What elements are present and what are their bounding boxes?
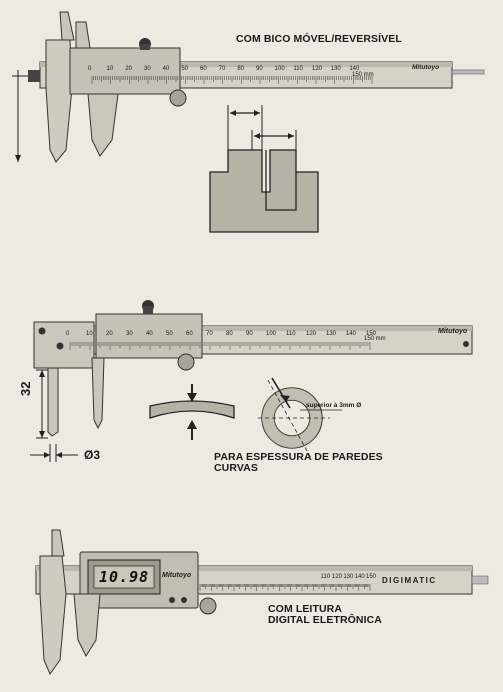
scale-number: 110 (286, 331, 296, 337)
scale-number: 20 (125, 66, 133, 72)
scale-number: 150 (366, 574, 377, 580)
scale-number: 120 (306, 331, 317, 337)
lcd-reading: 10.98 (99, 568, 150, 586)
scale-number: 110 (320, 574, 331, 580)
ring-diagram (258, 377, 342, 461)
scale-number: 30 (144, 66, 151, 72)
brand-logo-2: Mitutoyo (438, 328, 468, 335)
caption-digital-1: COM LEITURA (268, 603, 343, 615)
scale-number: 90 (246, 331, 253, 337)
caliper-reversible (12, 11, 485, 163)
scale-number: 100 (274, 66, 285, 72)
scale-number: 80 (237, 66, 245, 72)
scale-number: 10 (86, 331, 93, 337)
caption-digital-2: DIGITAL ELETRÔNICA (268, 614, 382, 626)
scale-number: 140 (349, 66, 360, 72)
scale-number: 130 (330, 66, 341, 72)
scale-number: 100 (266, 331, 277, 337)
scale-ticks-3 (199, 584, 371, 591)
scale-number: 70 (218, 66, 226, 72)
scale-number: 130 (343, 574, 354, 580)
scale-number: 0 (66, 331, 70, 337)
scale-end-unit-2: 150 mm (364, 336, 386, 342)
scale-number: 40 (162, 66, 170, 72)
scale-number: 120 (312, 66, 323, 72)
scale-number: 30 (126, 331, 133, 337)
scale-number: 150 (366, 331, 377, 337)
curved-wall-diagram (149, 384, 235, 440)
caption-curved-walls-1: PARA ESPESSURA DE PAREDES (214, 451, 383, 463)
scale-end-unit-1: 150 mm (352, 72, 374, 78)
scale-number: 20 (106, 331, 113, 337)
scale-number: 60 (200, 66, 207, 72)
scale-number: 140 (346, 331, 357, 337)
scale-number: 70 (206, 331, 213, 337)
scale-number: 120 (332, 574, 343, 580)
scale-number: 10 (106, 66, 114, 72)
scale-ticks-1 (91, 76, 373, 84)
scale-number: 50 (166, 331, 173, 337)
caption-curved-walls-2: CURVAS (214, 462, 258, 474)
brand-logo-3: Mitutoyo (162, 572, 192, 579)
scale-number: 80 (226, 331, 233, 337)
section-diagram (209, 105, 319, 233)
dimension-height-label: 32 (18, 381, 33, 396)
scale-number: 90 (256, 66, 263, 72)
scale-number: 60 (186, 331, 193, 337)
digimatic-logo: DIGIMATIC (382, 576, 437, 585)
caption-reversible-jaw: COM BICO MÓVEL/REVERSÍVEL (236, 33, 402, 45)
caliper-digital (35, 529, 489, 676)
scale-number: 40 (146, 331, 153, 337)
caliper-thin-jaw (30, 300, 473, 462)
scale-number: 130 (326, 331, 337, 337)
scale-ticks-2 (69, 342, 371, 350)
dimension-diameter-label: Ø3 (84, 448, 101, 462)
scale-number: 0 (88, 66, 92, 72)
ring-note: superior à 3mm Ø (306, 402, 362, 409)
brand-logo-1: Mitutoyo (412, 64, 440, 71)
scale-number: 140 (354, 574, 365, 580)
scale-number: 50 (181, 66, 189, 72)
scale-number: 110 (293, 66, 303, 72)
